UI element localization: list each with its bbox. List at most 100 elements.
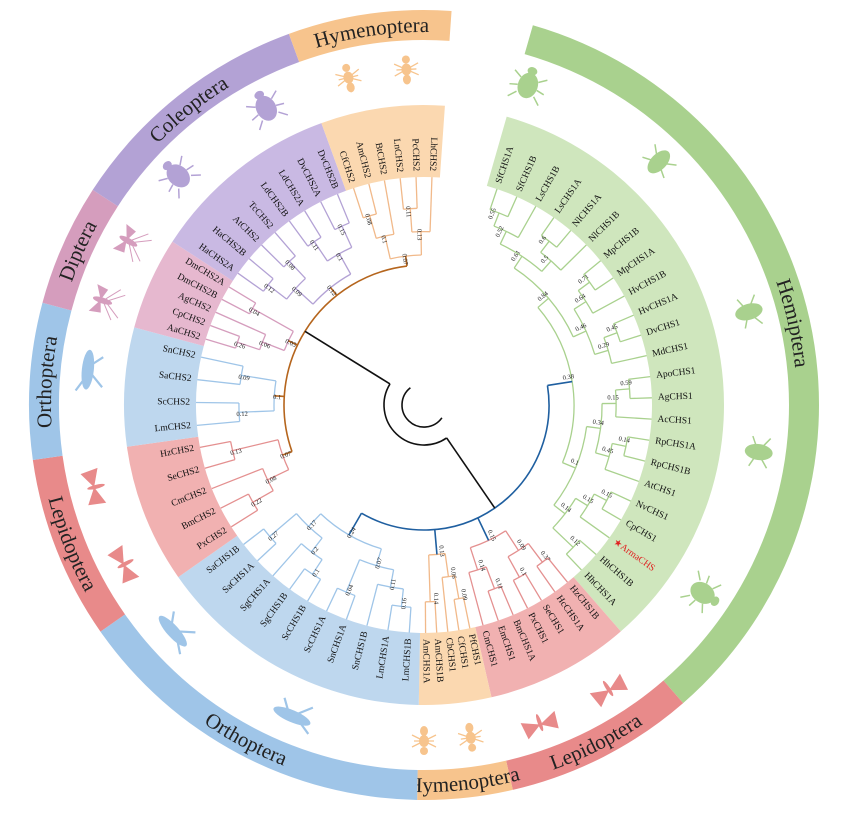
moth-icon: [107, 544, 140, 584]
bootstrap-value: 0.07: [374, 556, 384, 570]
leaf-band-coleoptera: [172, 123, 347, 281]
tree-branch: [604, 468, 640, 483]
bootstrap-value: 0.07: [400, 253, 408, 266]
leaf-label: ScCHS2: [157, 397, 190, 407]
bootstrap-value: 0.07: [279, 450, 293, 461]
tree-branch: [487, 590, 499, 621]
tree-branch: [537, 307, 575, 463]
tree-branch: [612, 442, 627, 447]
tree-branch: [221, 298, 250, 315]
tree-branch: [513, 267, 574, 338]
tree-branch: [269, 513, 297, 537]
tree-branch: [311, 559, 323, 575]
fly-icon: [112, 224, 152, 263]
order-label-hymenoptera_a: Hymenoptera: [407, 761, 522, 797]
leaf-label: CbCHS1: [443, 637, 457, 672]
tree-branch: [524, 573, 542, 601]
tree-branch: [613, 314, 634, 325]
tree-branch: [454, 575, 460, 599]
tree-branch: [512, 580, 529, 609]
tree-branch: [547, 380, 573, 387]
tree-branch: [553, 426, 588, 506]
tree-branch: [384, 235, 391, 259]
order-ring-segment-coleoptera: [92, 33, 300, 207]
bee-icon: [411, 726, 437, 755]
tree-branch: [579, 516, 610, 539]
tree-branch: [547, 557, 568, 583]
order-ring-segment-orthoptera_b: [28, 302, 72, 460]
tree-branch: [477, 517, 490, 541]
tree-branch: [601, 508, 622, 521]
tree-branch: [325, 587, 338, 612]
tree-branch: [468, 572, 484, 626]
assassin-bug-icon: [744, 435, 773, 469]
tree-branch: [415, 177, 418, 209]
bootstrap-value: 0.1: [334, 252, 344, 263]
tree-branch: [536, 557, 549, 567]
beetle-icon: [246, 90, 289, 131]
tree-branch: [288, 340, 298, 346]
order-ring-segment-diptera: [42, 189, 118, 311]
bootstrap-value: 0.2: [310, 546, 320, 557]
bootstrap-value: 0.61: [510, 249, 522, 262]
tree-branch: [628, 375, 651, 380]
tree-branch: [507, 196, 518, 217]
tree-branch: [441, 577, 449, 632]
order-ring-segment-hemiptera_a: [524, 25, 819, 704]
tree-branch: [282, 450, 293, 456]
tree-branch: [429, 177, 433, 232]
bootstrap-value: 0.26: [233, 340, 247, 351]
bootstrap-value: 0.24: [346, 526, 358, 540]
tree-branch: [361, 385, 550, 531]
leaf-band-hymenoptera_b: [321, 104, 445, 191]
tree-branch: [237, 341, 260, 351]
tree-branch: [267, 469, 289, 481]
tree-branch: [252, 490, 274, 503]
tree-branch: [288, 220, 309, 247]
tree-branch: [295, 287, 314, 305]
tree-branch: [579, 539, 597, 556]
bootstrap-value: 0.08: [265, 475, 278, 486]
tree-branch: [267, 284, 288, 300]
bootstrap-value: 0.15: [600, 488, 613, 499]
tree-branch: [248, 258, 274, 280]
leaf-label: LnCHS2: [391, 138, 405, 173]
leaf-band-orthoptera_b: [124, 327, 204, 447]
tree-branch: [341, 225, 353, 248]
bootstrap-value: 0.16: [400, 597, 408, 610]
tree-branch: [536, 565, 556, 593]
tree-branch: [560, 244, 587, 271]
tree-branch: [295, 513, 323, 539]
tree-branch: [211, 467, 263, 490]
tree-branch: [592, 295, 625, 314]
bootstrap-value: 0.1: [518, 567, 528, 577]
tree-branch: [540, 217, 555, 236]
tree-branch: [241, 374, 277, 382]
leaf-band-hemiptera_a: [486, 116, 725, 632]
bootstrap-value: 0.1: [311, 568, 321, 579]
tree-branch: [262, 278, 274, 292]
tree-branch: [369, 215, 377, 239]
tree-branch: [611, 355, 647, 365]
leaf-label: ApoCHS1: [656, 366, 697, 381]
tree-branch: [262, 341, 285, 352]
tree-branch: [595, 452, 610, 458]
tree-branch: [577, 281, 590, 292]
bootstrap-value: 0.1: [273, 394, 282, 401]
tree-branch: [199, 440, 231, 448]
bootstrap-value: 0.13: [437, 545, 445, 557]
tree-branch: [552, 527, 574, 548]
tree-branch: [620, 334, 642, 343]
tree-branch: [593, 493, 607, 502]
bootstrap-value: 0.13: [415, 229, 422, 240]
tree-branch: [228, 286, 257, 304]
tree-branch: [556, 230, 572, 248]
leaf-band-lepidoptera_b: [126, 436, 238, 578]
tree-branch: [409, 208, 413, 233]
order-label-coleoptera: Coleoptera: [144, 70, 233, 147]
bootstrap-value: 0.6: [538, 234, 549, 245]
grasshopper-icon: [273, 697, 314, 735]
tree-branch: [229, 441, 236, 460]
bootstrap-value: 0.17: [306, 519, 319, 533]
bootstrap-value: 0.5: [540, 254, 551, 265]
